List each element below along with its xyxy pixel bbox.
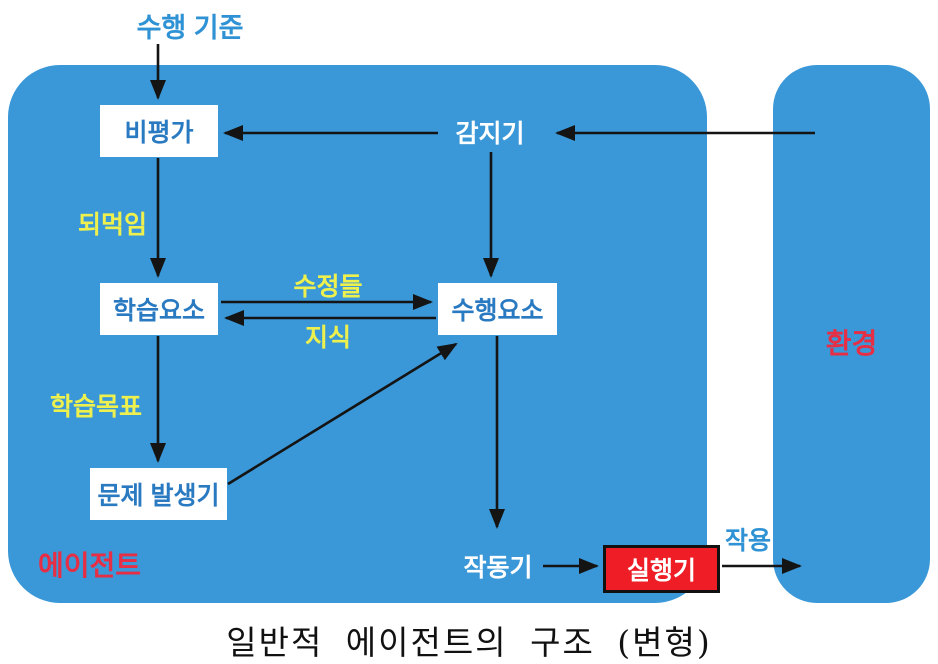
node-effector: 실행기: [603, 545, 720, 593]
node-critic: 비평가: [100, 105, 218, 157]
environment-panel: [773, 65, 930, 603]
arrow-probgen-to-performance: [227, 342, 458, 486]
label-agent: 에이전트: [38, 550, 142, 581]
label-knowledge: 지식: [304, 324, 351, 352]
label-performance-standard: 수행 기준: [136, 13, 244, 43]
label-action: 작용: [724, 527, 771, 555]
label-sensor: 감지기: [455, 120, 525, 148]
node-learning-element: 학습요소: [100, 283, 218, 335]
figure-caption: 일반적 에이전트의 구조 (변형): [226, 623, 712, 662]
label-actuator: 작동기: [463, 554, 533, 582]
label-learning-goals: 학습목표: [50, 393, 143, 421]
label-environment: 환경: [825, 328, 878, 359]
label-changes: 수정들: [293, 273, 363, 301]
label-feedback: 되먹임: [78, 211, 148, 239]
node-performance-element: 수행요소: [438, 283, 557, 335]
node-problem-generator: 문제 발생기: [90, 468, 227, 520]
